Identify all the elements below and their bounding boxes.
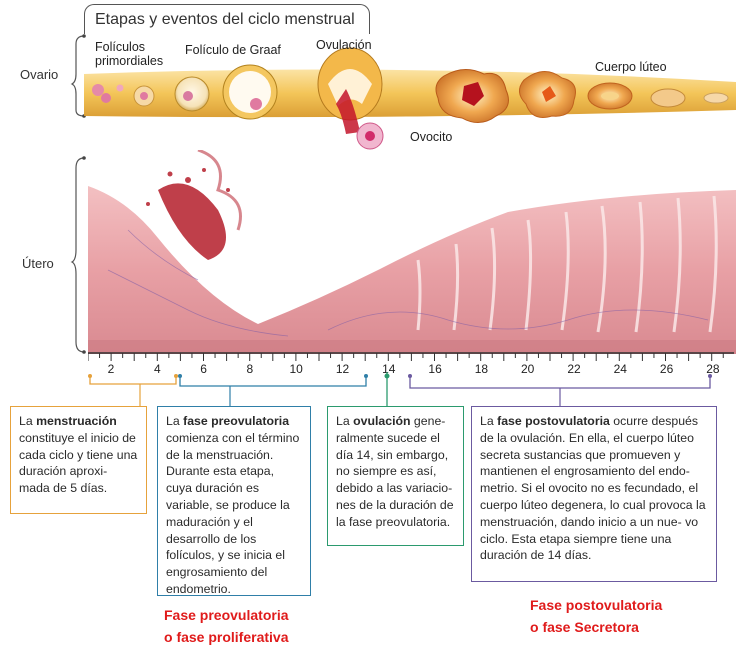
day-tick-label: 4	[153, 362, 161, 376]
ovary-illustration	[84, 47, 736, 150]
corpus-luteum-label: Cuerpo lúteo	[595, 60, 667, 74]
day-tick-label: 16	[428, 362, 442, 376]
side-braces	[70, 34, 86, 354]
postovulatory-term: fase postovulatoria	[497, 414, 610, 428]
primordial-label-line1: Folículos	[95, 40, 146, 54]
graaf-follicle-label: Folículo de Graaf	[185, 43, 281, 57]
postovulatory-phase-name: Fase postovulatoria o fase Secretora	[530, 597, 663, 635]
ovary-side-label: Ovario	[20, 67, 59, 82]
uterus-illustration	[88, 150, 736, 354]
menstruation-term: menstruación	[36, 414, 117, 428]
preovulatory-term: fase preovulatoria	[183, 414, 290, 428]
uterus-side-label: Útero	[22, 256, 54, 271]
day-tick-label: 28	[706, 362, 720, 376]
day-tick-label: 18	[474, 362, 489, 376]
postovulatory-info-box: La fase postovulatoria ocurre después de…	[471, 406, 717, 582]
preovulatory-phase-name: Fase preovulatoria o fase proliferativa	[164, 607, 289, 645]
day-tick-label: 24	[613, 362, 627, 376]
ovulation-label: Ovulación	[316, 38, 372, 52]
primordial-label-line2: primordiales	[95, 54, 164, 68]
day-tick-label: 20	[521, 362, 535, 376]
diagram-title: Etapas y eventos del ciclo menstrual	[84, 4, 370, 34]
day-tick-label: 2	[107, 362, 115, 376]
primordial-follicles-label: Folículos primordiales	[95, 40, 163, 68]
ovulation-info-box: La ovulación gene- ralmente sucede el dí…	[327, 406, 464, 546]
ovulation-term: ovulación	[353, 414, 411, 428]
day-tick-label: 22	[567, 362, 581, 376]
day-tick-label: 14	[382, 362, 396, 376]
day-tick-label: 26	[659, 362, 674, 376]
oocyte-label: Ovocito	[410, 130, 453, 144]
day-tick-label: 8	[246, 362, 254, 376]
day-tick-label: 10	[289, 362, 303, 376]
preovulatory-info-box: La fase preovulatoria comienza con el té…	[157, 406, 311, 596]
phase-brackets	[88, 372, 712, 408]
day-tick-label: 6	[200, 362, 207, 376]
day-tick-label: 12	[335, 362, 350, 376]
menstruation-info-box: La menstruación constituye el inicio de …	[10, 406, 147, 514]
